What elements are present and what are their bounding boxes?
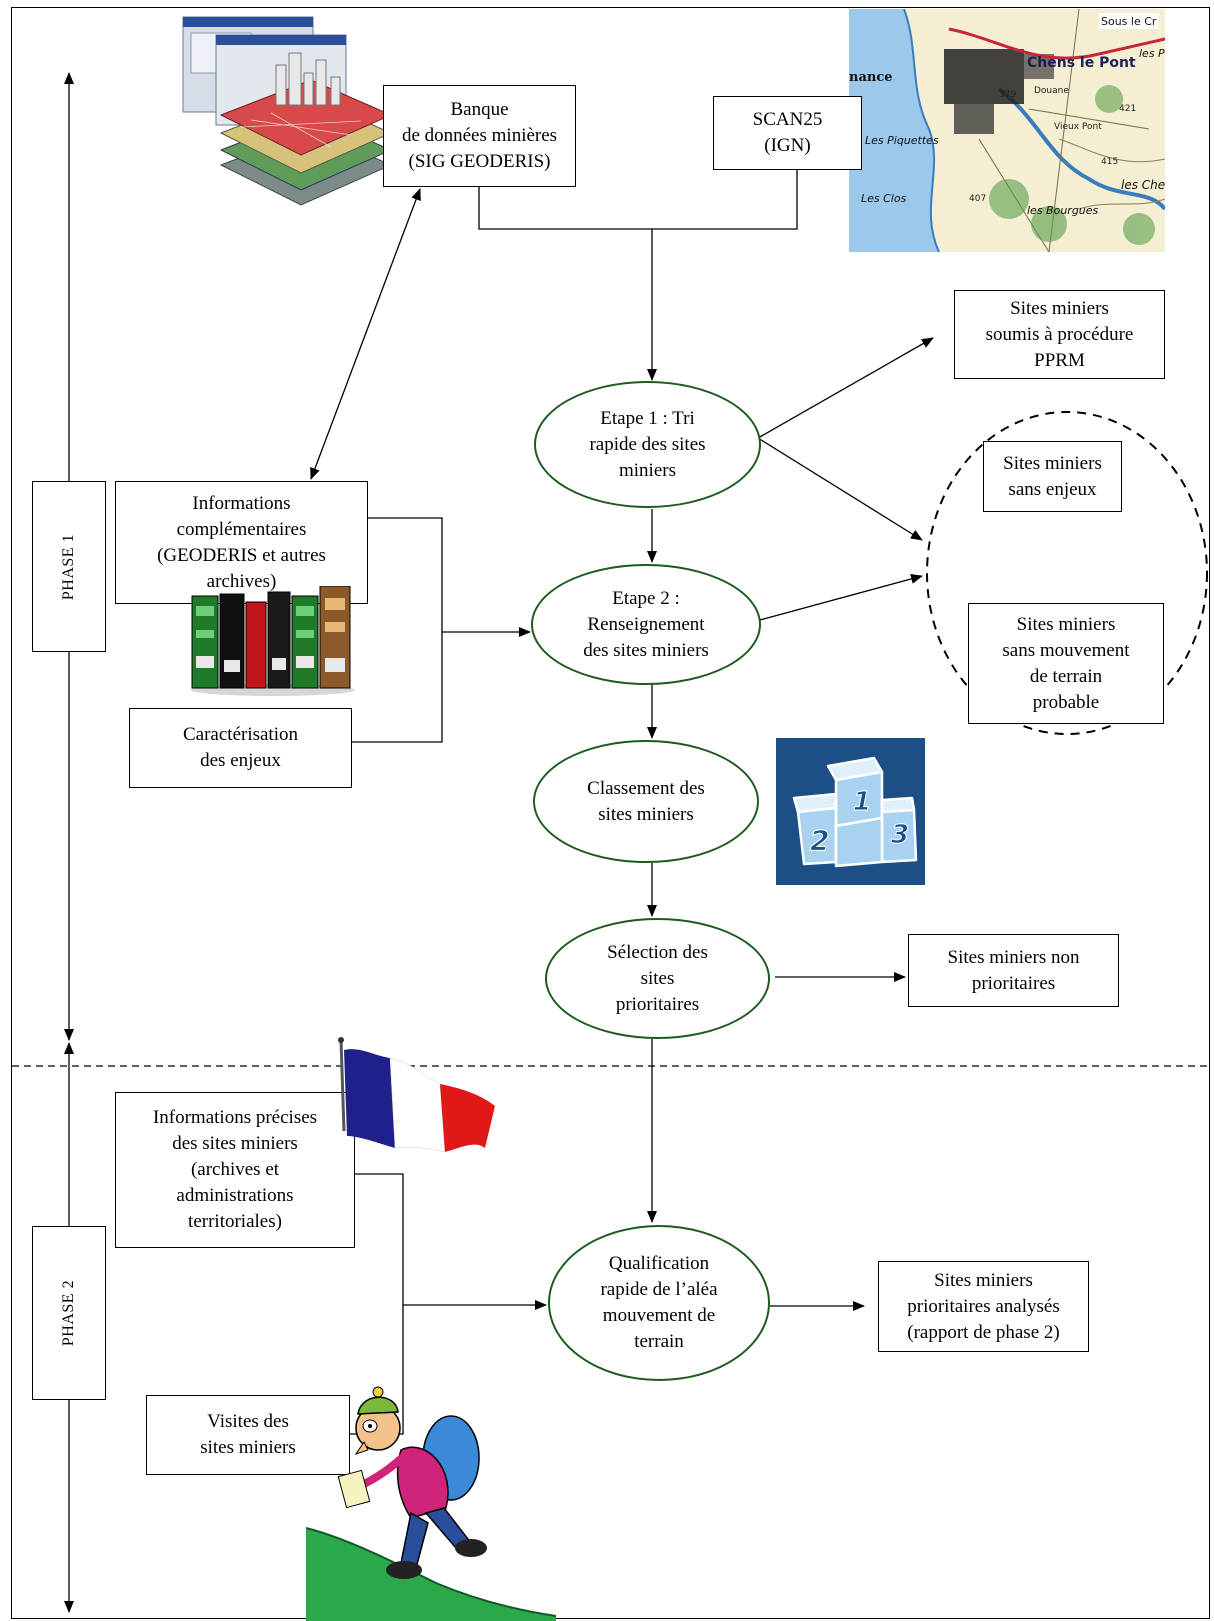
map-label-les-clos: Les Clos	[861, 192, 907, 205]
podium-ranking-image: 1 2 3	[776, 738, 925, 885]
map-label-les-piquettes: Les Piquettes	[865, 134, 939, 147]
box-informations-precises: Informations précises des sites miniers …	[115, 1092, 355, 1248]
map-label-vieux-pont: Vieux Pont	[1054, 122, 1102, 132]
podium-third: 3	[891, 820, 909, 850]
box-banque-donnees: Banque de données minières (SIG GEODERIS…	[383, 85, 576, 187]
step-qualification: Qualification rapide de l’aléa mouvement…	[548, 1225, 770, 1381]
box-sites-non-prioritaires: Sites miniers non prioritaires	[908, 934, 1119, 1007]
step-etape2-renseignement: Etape 2 : Renseignement des sites minier…	[531, 564, 761, 685]
map-label-les-bourgues: les Bourgues	[1027, 204, 1099, 217]
gis-layers-image	[181, 15, 396, 215]
french-flag-image	[335, 1036, 500, 1166]
step-etape1-tri-rapide: Etape 1 : Tri rapide des sites miniers	[534, 381, 761, 508]
phase2-text: PHASE 2	[60, 1279, 77, 1347]
map-label-nance: nance	[849, 70, 893, 85]
box-sites-sans-mouvement: Sites miniers sans mouvement de terrain …	[968, 603, 1164, 724]
box-scan25: SCAN25 (IGN)	[713, 96, 862, 170]
step-selection: Sélection des sites prioritaires	[545, 918, 770, 1039]
box-sites-analyses: Sites miniers prioritaires analysés (rap…	[878, 1261, 1089, 1352]
box-informations-complementaires: Informations complémentaires (GEODERIS e…	[115, 481, 368, 604]
map-label-douane: Douane	[1034, 86, 1069, 96]
box-sites-pprm: Sites miniers soumis à procédure PPRM	[954, 290, 1165, 379]
archive-books-image	[188, 586, 358, 696]
map-label-sous-le-cr: Sous le Cr	[1101, 15, 1157, 28]
step-classement: Classement des sites miniers	[533, 740, 759, 863]
topographic-map-image: Sous le Cr les Plans Les Piquettes Les C…	[849, 9, 1165, 252]
map-label-379: 379	[999, 90, 1016, 100]
box-caracterisation-enjeux: Caractérisation des enjeux	[129, 708, 352, 788]
box-visites-sites: Visites des sites miniers	[146, 1395, 350, 1475]
box-sites-sans-enjeux: Sites miniers sans enjeux	[983, 441, 1122, 512]
map-label-421: 421	[1119, 104, 1136, 114]
map-label-415: 415	[1101, 157, 1118, 167]
map-label-les-che: les Che	[1121, 178, 1165, 192]
map-label-chens: Chens le Pont	[1027, 55, 1136, 71]
arrow-banque-info	[310, 188, 421, 480]
phase1-label: PHASE 1	[32, 481, 106, 652]
phase2-label: PHASE 2	[32, 1226, 106, 1400]
phase1-text: PHASE 1	[60, 533, 77, 600]
diagram-frame	[11, 7, 1210, 1619]
map-label-les-plans: les Plans	[1139, 47, 1165, 60]
map-label-407: 407	[969, 194, 986, 204]
hiker-image	[306, 1378, 556, 1621]
excluded-sites-group	[926, 411, 1208, 735]
podium-second: 2	[810, 824, 829, 857]
podium-first: 1	[853, 787, 871, 817]
